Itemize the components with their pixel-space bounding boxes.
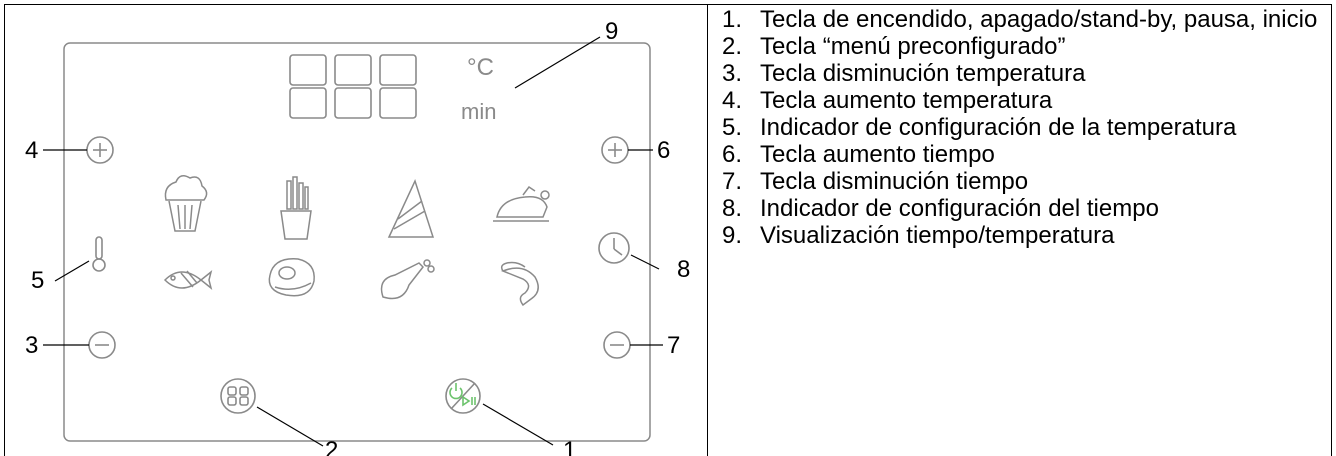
cake-slice-icon [387, 178, 435, 238]
callout-6: 6 [657, 137, 670, 164]
thermometer-icon [92, 236, 106, 272]
temperature-plus-button[interactable] [86, 136, 114, 164]
control-panel-svg: °C min 9 4 6 5 [25, 18, 690, 456]
time-minus-button[interactable] [603, 331, 631, 359]
chicken-leg-icon [380, 259, 435, 300]
legend-item: 8.Indicador de configuración del tiempo [722, 195, 1159, 222]
minutes-unit: min [461, 99, 496, 124]
callout-1: 1 [563, 437, 576, 456]
figure-frame [4, 4, 1332, 456]
time-temp-display [289, 54, 417, 119]
legend-list: 1.Tecla de encendido, apagado/stand-by, … [722, 6, 1324, 249]
preset-menu-button[interactable] [220, 378, 256, 414]
fish-icon [163, 270, 213, 290]
column-divider [707, 4, 708, 456]
panel-outline [63, 42, 651, 442]
legend-item: 3.Tecla disminución temperatura [722, 60, 1086, 87]
callout-2: 2 [325, 437, 338, 456]
steak-icon [268, 258, 315, 297]
power-play-pause-button[interactable] [445, 378, 481, 414]
fries-icon [280, 176, 312, 240]
callout-7: 7 [667, 332, 680, 359]
legend-item: 6.Tecla aumento tiempo [722, 141, 995, 168]
legend-item: 7.Tecla disminución tiempo [722, 168, 1029, 195]
legend-item: 2.Tecla “menú preconfigurado” [722, 33, 1066, 60]
legend-item: 9.Visualización tiempo/temperatura [722, 222, 1115, 249]
control-panel-diagram: °C min 9 4 6 5 [5, 5, 707, 456]
legend-item: 4.Tecla aumento temperatura [722, 87, 1053, 114]
time-plus-button[interactable] [601, 136, 629, 164]
callout-8: 8 [677, 256, 690, 283]
cupcake-icon [164, 175, 208, 232]
callout-5: 5 [31, 267, 44, 294]
legend-item: 1.Tecla de encendido, apagado/stand-by, … [722, 6, 1318, 33]
temperature-minus-button[interactable] [88, 331, 116, 359]
clock-icon [598, 232, 630, 264]
callout-9: 9 [605, 18, 618, 45]
shrimp-icon [500, 261, 539, 307]
celsius-unit: °C [467, 54, 494, 81]
legend-item: 5.Indicador de configuración de la tempe… [722, 114, 1237, 141]
callout-4: 4 [25, 137, 38, 164]
roast-chicken-icon [493, 185, 550, 222]
callout-3: 3 [25, 332, 38, 359]
